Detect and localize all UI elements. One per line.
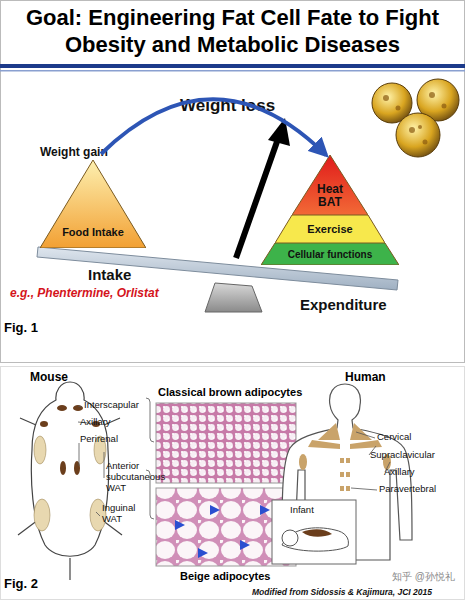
panel-heading: Mouse — [30, 371, 68, 385]
intake-triangle: Food Intake — [40, 160, 146, 248]
part-label: Inguinal WAT — [102, 503, 142, 525]
source-note: Modified from Sidossis & Kajimura, JCI 2… — [252, 588, 432, 598]
note: e.g., Phentermine, Orlistat — [10, 287, 159, 301]
watermark: 知乎 @孙悦礼 — [392, 571, 455, 583]
node-text: Heat BAT — [310, 183, 350, 209]
axis-label: Weight loss — [180, 96, 275, 116]
part-label: Perirenal — [80, 434, 118, 445]
axis-label: Weight gain — [40, 146, 108, 160]
figure-number: Fig. 1 — [4, 321, 38, 336]
node-text: Cellular functions — [288, 249, 372, 260]
part-label: Infant — [290, 505, 314, 516]
part-label: Paravertebral — [379, 484, 436, 495]
part-label: Axillary — [80, 417, 111, 428]
node-text: Exercise — [307, 223, 352, 235]
node-text: Food Intake — [62, 226, 124, 238]
part-label: Cervical — [377, 432, 411, 443]
exercise-band: Exercise — [275, 215, 385, 243]
part-label: Axillary — [384, 467, 415, 478]
part-label: Interscapular — [84, 400, 139, 411]
part-label: Supraclavicular — [370, 450, 435, 461]
figure-number: Fig. 2 — [4, 577, 38, 592]
panel-heading: Human — [345, 371, 386, 385]
axis-label: Intake — [88, 266, 131, 283]
title: Goal: Engineering Fat Cell Fate to Fight… — [8, 4, 457, 58]
image-caption: Beige adipocytes — [180, 570, 270, 583]
cellular-band: Cellular functions — [261, 243, 399, 265]
part-label: Anterior subcutaneous WAT — [106, 461, 152, 494]
axis-label: Expenditure — [300, 296, 387, 313]
heat-band: Heat BAT — [292, 155, 368, 215]
image-caption: Classical brown adipocytes — [158, 386, 302, 399]
